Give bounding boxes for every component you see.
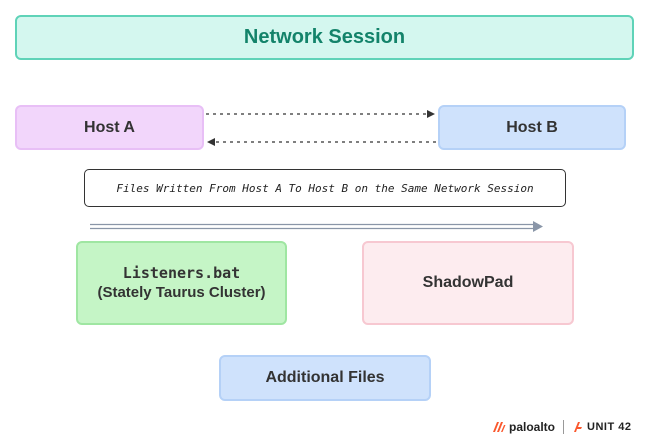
unit42-logo: UNIT 42 xyxy=(572,421,631,433)
caption-box: Files Written From Host A To Host B on t… xyxy=(84,169,566,207)
branding-footer: paloalto UNIT 42 xyxy=(492,418,631,436)
listeners-cluster-label: (Stately Taurus Cluster) xyxy=(97,284,266,301)
unit42-wordmark: UNIT 42 xyxy=(587,421,632,433)
paloalto-wordmark: paloalto xyxy=(509,420,556,434)
title-label: Network Session xyxy=(243,26,406,48)
shadowpad-node: ShadowPad xyxy=(362,241,574,325)
paloalto-logo: paloalto xyxy=(492,420,555,434)
network-session-title: Network Session xyxy=(15,15,634,60)
listeners-filename: Listeners.bat xyxy=(122,264,241,282)
host-a-node: Host A xyxy=(15,105,204,150)
unit42-mark-icon xyxy=(574,422,583,432)
shadowpad-label: ShadowPad xyxy=(422,274,514,291)
file-flow-arrow xyxy=(90,221,543,232)
logo-divider xyxy=(563,420,565,434)
additional-files-node: Additional Files xyxy=(219,355,431,401)
host-b-label: Host B xyxy=(506,118,558,136)
host-b-node: Host B xyxy=(438,105,626,150)
paloalto-mark-icon xyxy=(493,422,506,432)
listeners-bat-node: Listeners.bat (Stately Taurus Cluster) xyxy=(76,241,287,325)
caption-text: Files Written From Host A To Host B on t… xyxy=(116,181,534,195)
additional-files-label: Additional Files xyxy=(265,369,385,386)
host-a-label: Host A xyxy=(84,118,135,136)
